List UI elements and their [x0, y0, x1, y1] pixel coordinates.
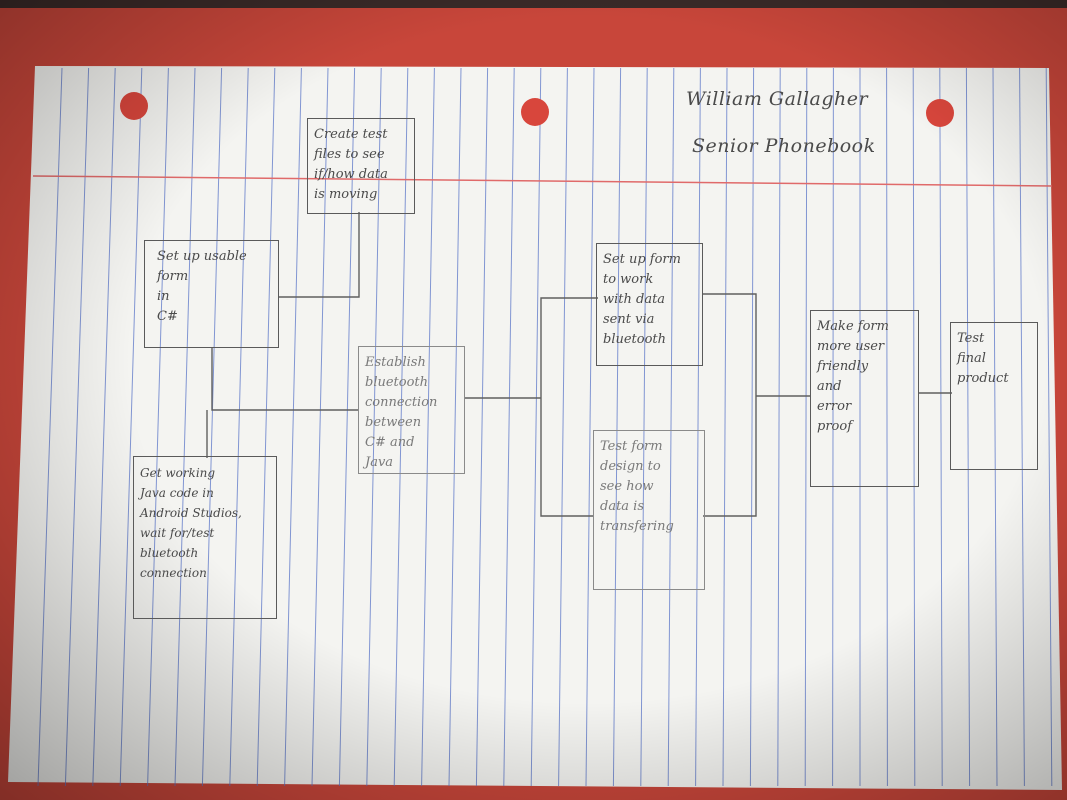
node-create-test-files: Create test files to see if/how data is …: [307, 118, 415, 214]
node-test-form-design: Test form design to see how data is tran…: [593, 430, 705, 590]
node-establish-bluetooth: Establish bluetooth connection between C…: [358, 346, 465, 474]
table-edge: [0, 0, 1067, 8]
node-form-with-data: Set up form to work with data sent via b…: [596, 243, 703, 366]
node-setup-form: Set up usable form in C#: [144, 240, 279, 348]
node-user-friendly: Make form more user friendly and error p…: [810, 310, 919, 487]
author-name: William Gallagher: [686, 88, 869, 110]
node-get-java-code: Get working Java code in Android Studios…: [133, 456, 277, 619]
node-test-final: Test final product: [950, 322, 1038, 470]
project-title: Senior Phonebook: [692, 135, 876, 157]
